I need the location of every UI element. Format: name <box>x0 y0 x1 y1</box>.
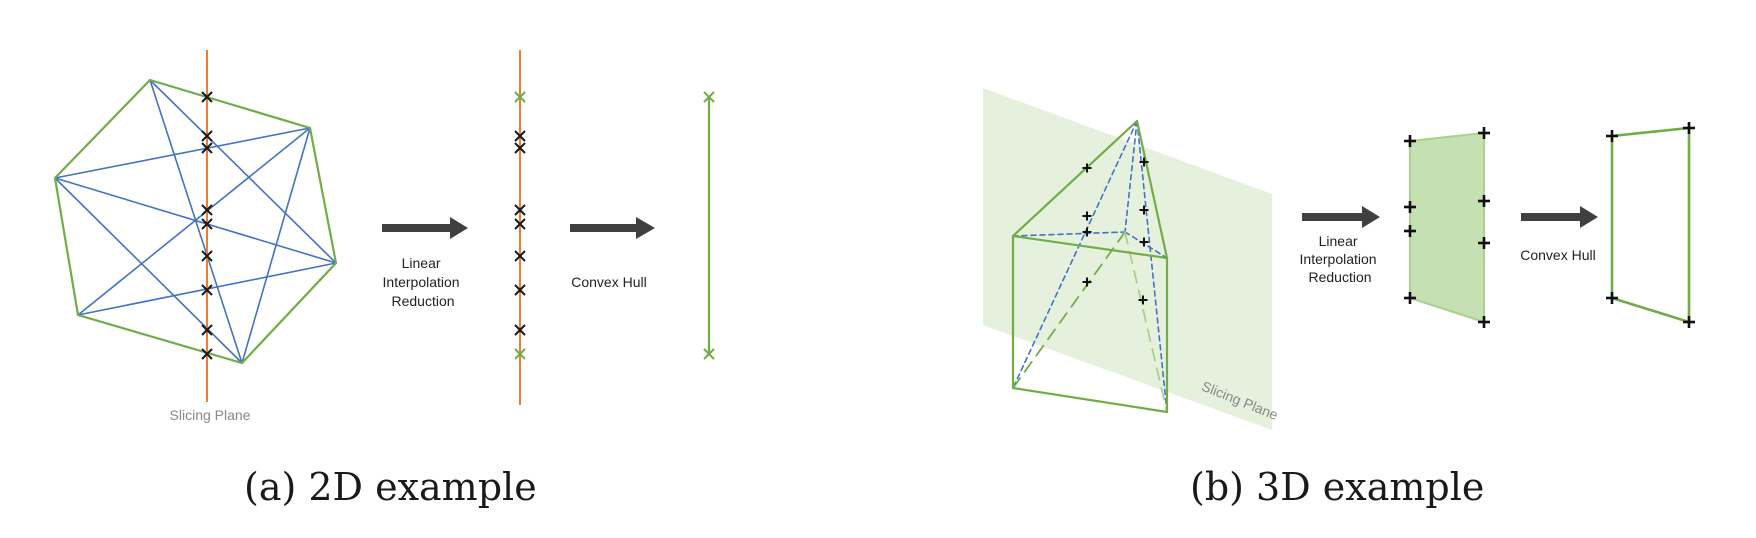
slicing-plane-label: Slicing Plane <box>170 407 251 423</box>
right-arrow-icon <box>1302 206 1380 228</box>
right-arrow-icon <box>1521 206 1598 228</box>
caption-a: (a) 2D example <box>244 465 537 509</box>
hull-quad <box>1610 126 1691 324</box>
prism-edges <box>1011 119 1169 414</box>
step2-label: Convex Hull <box>1520 247 1595 263</box>
step1-label: Linear Interpolation Reduction <box>1300 233 1381 285</box>
step2-label: Convex Hull <box>571 274 646 290</box>
hull-quad-marks <box>1604 120 1697 330</box>
step1-label: Linear Interpolation Reduction <box>383 255 464 309</box>
slicing-plane <box>983 88 1272 430</box>
panel-b: Slicing Plane <box>983 88 1697 430</box>
panel-a: Slicing Plane Linear Interpolation Reduc… <box>53 50 715 423</box>
reduced-section <box>1409 131 1485 324</box>
right-arrow-icon <box>570 217 655 239</box>
caption-b: (b) 3D example <box>1190 465 1485 509</box>
right-arrow-icon <box>382 217 468 239</box>
polygon-hull <box>53 78 338 365</box>
